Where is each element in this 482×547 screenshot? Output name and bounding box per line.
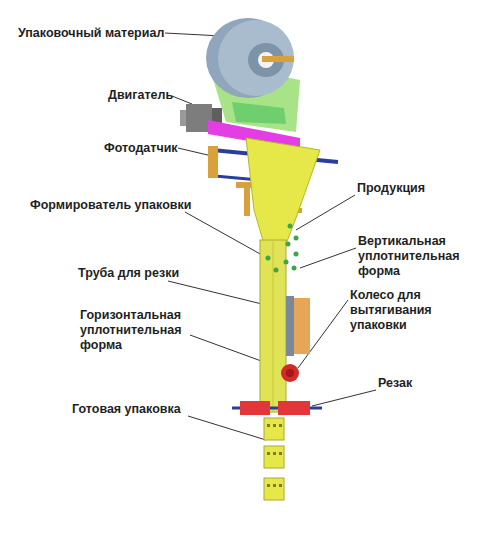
material-roll <box>206 18 300 132</box>
part-label: Готовая упаковка <box>72 402 212 417</box>
part-label: Фотодатчик <box>104 141 204 156</box>
part-label: Упаковочный материал <box>18 26 178 41</box>
part-label: Резак <box>378 376 458 391</box>
part-label: Горизонтальная уплотнительная форма <box>80 308 198 353</box>
part-label: Труба для резки <box>78 266 188 281</box>
leader-lines <box>165 33 376 440</box>
part-label: Продукция <box>357 181 467 196</box>
part-label: Колесо для вытягивания упаковки <box>350 288 444 333</box>
product-dots <box>266 224 299 273</box>
part-label: Двигатель <box>108 88 208 103</box>
finished-packages <box>264 418 284 500</box>
part-label: Вертикальная уплотнительная форма <box>358 234 476 279</box>
part-label: Формирователь упаковки <box>30 198 200 213</box>
